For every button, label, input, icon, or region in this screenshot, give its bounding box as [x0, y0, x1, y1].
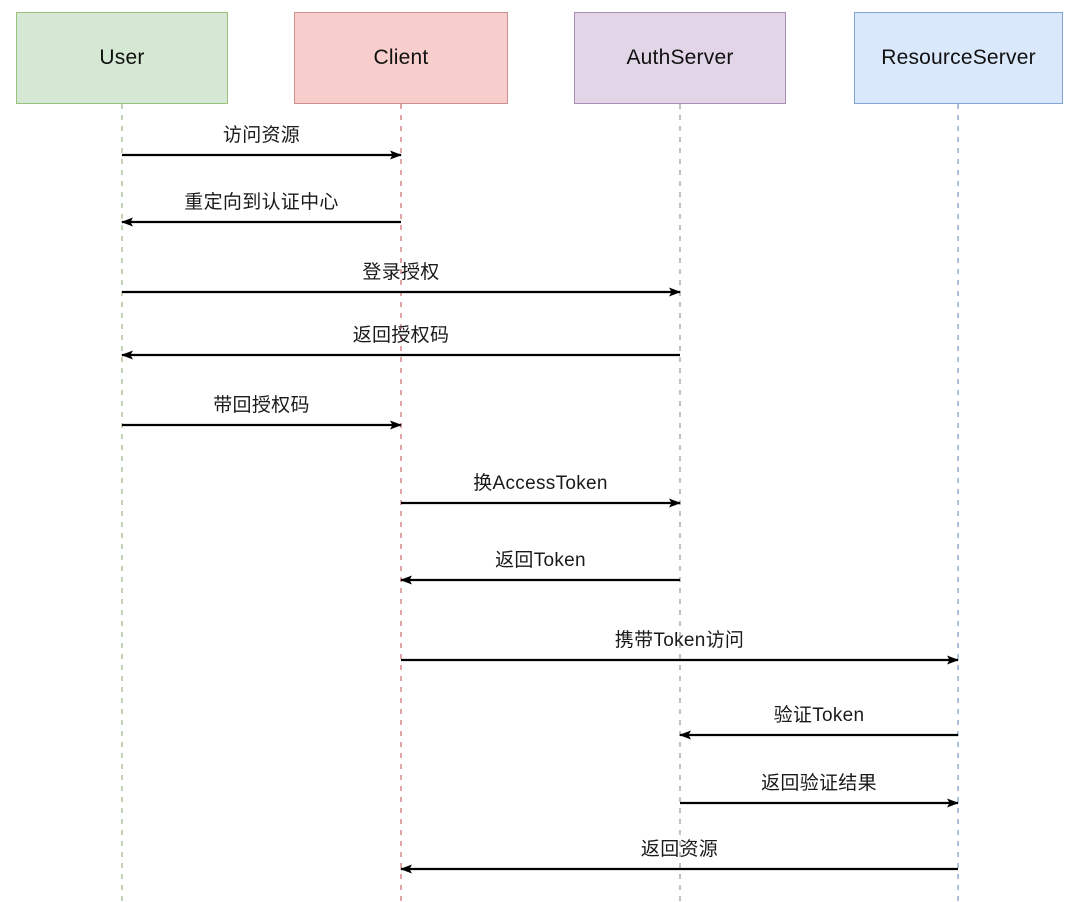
actor-box-user[interactable]: User [16, 12, 228, 104]
message-label-6: 换AccessToken [473, 473, 608, 494]
actor-label-user: User [99, 46, 145, 69]
actor-box-client[interactable]: Client [294, 12, 508, 104]
actor-box-authserver[interactable]: AuthServer [574, 12, 786, 104]
message-label-9: 验证Token [773, 705, 865, 726]
message-label-7: 返回Token [495, 550, 586, 571]
messages-group [121, 150, 959, 874]
actor-label-client: Client [373, 46, 429, 69]
message-label-3: 登录授权 [362, 262, 440, 283]
message-label-1: 访问资源 [222, 125, 301, 146]
message-label-5: 带回授权码 [213, 395, 310, 416]
message-label-10: 返回验证结果 [761, 773, 877, 794]
message-label-8: 携带Token访问 [614, 630, 745, 651]
actor-box-resourceserver[interactable]: ResourceServer [854, 12, 1063, 104]
actor-label-authserver: AuthServer [626, 46, 734, 69]
message-label-4: 返回授权码 [352, 325, 450, 346]
actor-label-resourceserver: ResourceServer [881, 46, 1036, 69]
message-label-11: 返回资源 [640, 839, 719, 860]
message-label-2: 重定向到认证中心 [184, 192, 339, 213]
